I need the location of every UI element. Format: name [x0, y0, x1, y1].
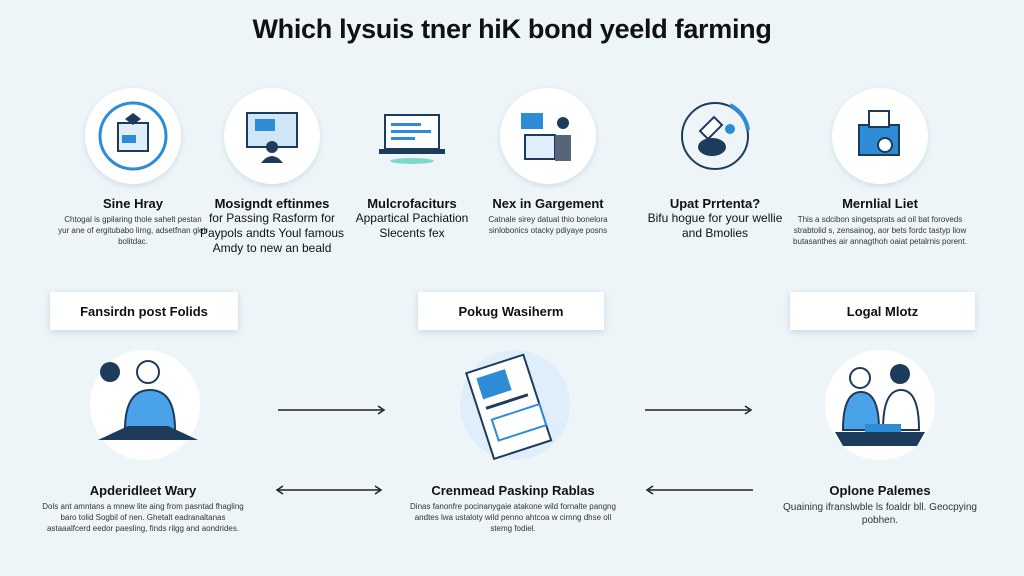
laptop-icon: [364, 88, 460, 184]
step-description: for Passing Rasform for Paypols andts Yo…: [199, 211, 345, 255]
arrow-right-icon: [278, 405, 386, 415]
hand-coin-icon: [667, 88, 763, 184]
section-detail-3: Oplone Palemes Quaining ifranslwble ls f…: [775, 483, 985, 527]
document-card-illustration: [450, 350, 580, 470]
step-card-4: Nex in Gargement Catnale sirey datual th…: [473, 88, 623, 236]
step-description: Appartical Pachiation Slecents fex: [355, 211, 469, 240]
two-people-laptop-illustration: [80, 350, 210, 470]
section-title: Oplone Palemes: [829, 483, 931, 498]
arrow-right-icon: [645, 405, 753, 415]
section-description: Dols ant amntans a mnew lite aing from p…: [42, 502, 244, 533]
arrow-left-icon: [645, 485, 753, 495]
step-title: Mernlial Liet: [842, 196, 918, 211]
section-label-1: Fansirdn post Folids: [50, 292, 238, 330]
arrow-double-icon: [275, 485, 383, 495]
monitor-person-icon: [224, 88, 320, 184]
section-detail-1: Apderidleet Wary Dols ant amntans a mnew…: [38, 483, 248, 534]
section-title: Apderidleet Wary: [89, 483, 197, 498]
section-detail-2: Crenmead Paskinp Rablas Dinas fanonfre p…: [408, 483, 618, 534]
step-card-3: Mulcrofaciturs Appartical Pachiation Sle…: [337, 88, 487, 241]
section-label-2: Pokug Wasiherm: [418, 292, 604, 330]
step-card-1: Sine Hray Chtogal is gpilaring thole sah…: [58, 88, 208, 247]
step-description: Bifu hogue for your wellie and Bmolies: [647, 211, 783, 240]
step-title: Mosigndt eftinmes: [214, 196, 330, 211]
step-card-5: Upat Prrtenta? Bifu hogue for your welli…: [640, 88, 790, 241]
step-description: This a sdcibon singetsprats ad oil bat f…: [793, 215, 967, 246]
step-title: Nex in Gargement: [492, 196, 604, 211]
step-title: Sine Hray: [103, 196, 163, 211]
step-card-2: Mosigndt eftinmes for Passing Rasform fo…: [197, 88, 347, 256]
couple-desk-illustration: [815, 350, 945, 470]
step-card-6: Mernlial Liet This a sdcibon singetsprat…: [790, 88, 970, 247]
people-building-icon: [500, 88, 596, 184]
tablet-chart-icon: [832, 88, 928, 184]
step-description: Catnale sirey datual thio bonelora sinlo…: [488, 215, 608, 235]
step-title: Mulcrofaciturs: [367, 196, 457, 211]
section-description: Quaining ifranslwble ls foaldr bll. Geoc…: [783, 502, 977, 526]
section-title: Crenmead Paskinp Rablas: [431, 483, 595, 498]
document-shield-icon: [85, 88, 181, 184]
page-title: Which lysuis tner hiK bond yeeld farming: [252, 14, 772, 44]
step-description: Chtogal is gpilaring thole sahelt pestan…: [58, 215, 208, 246]
section-description: Dinas fanonfre pocinanygaie atakone wild…: [410, 502, 616, 533]
step-title: Upat Prrtenta?: [669, 196, 761, 211]
section-label-3: Logal Mlotz: [790, 292, 975, 330]
